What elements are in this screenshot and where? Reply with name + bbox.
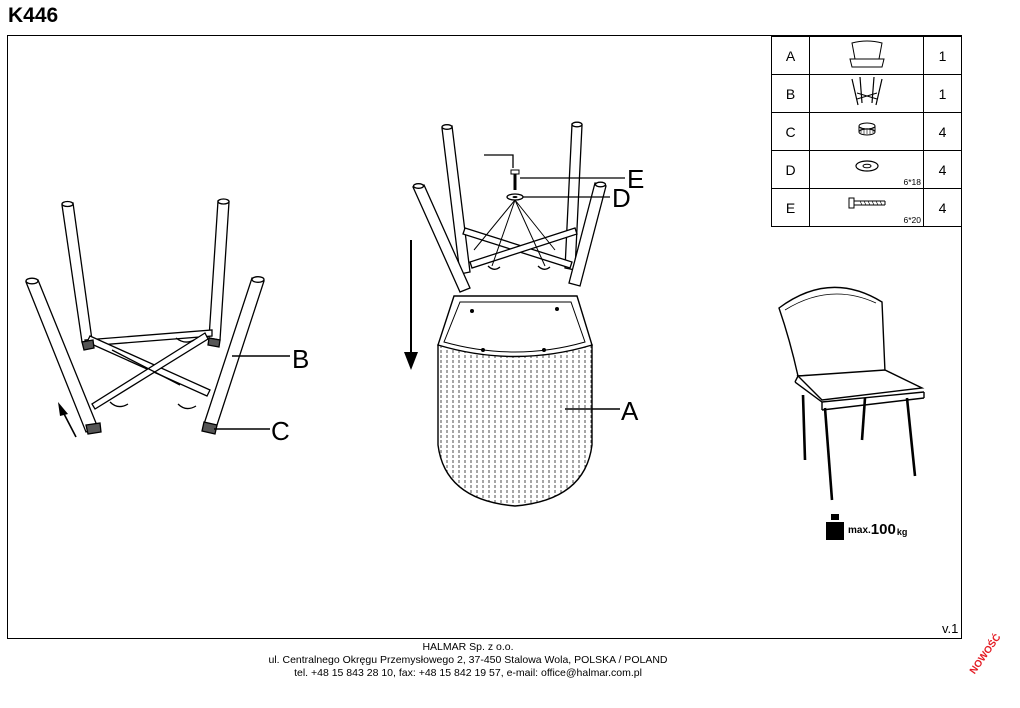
- leg-frame-icon: [850, 76, 883, 106]
- load-value: 100: [870, 521, 896, 538]
- footer-contact: tel. +48 15 843 28 10, fax: +48 15 842 1…: [294, 667, 642, 679]
- part-b-thumbnail: [809, 74, 924, 113]
- callout-c: C: [271, 416, 290, 446]
- drawing-frame: [7, 35, 962, 639]
- parts-row: B 1: [771, 74, 962, 113]
- parts-row: A 1: [771, 36, 962, 75]
- rotate-arrow-icon: [58, 402, 77, 438]
- part-letter: A: [771, 36, 810, 75]
- seat-icon: [848, 40, 885, 68]
- down-arrow-icon: [404, 240, 418, 370]
- version-label: v.1: [942, 621, 959, 636]
- part-a-thumbnail: [809, 36, 924, 75]
- parts-row: C 4: [771, 112, 962, 151]
- footer-address: ul. Centralnego Okręgu Przemysłowego 2, …: [268, 654, 668, 666]
- part-qty: 4: [923, 112, 962, 151]
- parts-row: E 6*20 4: [771, 188, 962, 227]
- part-c-thumbnail: [809, 112, 924, 151]
- exploded-leg-frame: [412, 121, 607, 293]
- parts-table: A 1 B 1 C: [771, 36, 962, 227]
- callout-e: E: [627, 164, 644, 194]
- seat-drawing: [437, 295, 620, 507]
- callout-d: D: [612, 183, 631, 213]
- bolt-icon: [848, 197, 885, 209]
- leg-frame-drawing: [25, 198, 265, 435]
- footer-company: HALMAR Sp. z o.o.: [422, 641, 514, 653]
- part-letter: D: [771, 150, 810, 189]
- part-d-thumbnail: 6*18: [809, 150, 924, 189]
- load-capacity: max. 100 kg: [826, 514, 907, 540]
- callout-a: A: [621, 396, 639, 426]
- footer: HALMAR Sp. z o.o. ul. Centralnego Okręgu…: [0, 641, 936, 680]
- part-letter: B: [771, 74, 810, 113]
- part-dimension: 6*18: [903, 177, 922, 187]
- weight-icon: [826, 514, 844, 540]
- part-dimension: 6*20: [903, 215, 922, 225]
- callout-b: B: [292, 344, 309, 374]
- fastener-drawing: [473, 154, 625, 267]
- load-unit: kg: [896, 527, 908, 537]
- model-title: K446: [8, 4, 59, 27]
- assembled-chair-drawing: [778, 286, 925, 501]
- load-max-label: max.: [848, 525, 871, 536]
- foot-cap-icon: [858, 122, 875, 136]
- part-letter: E: [771, 188, 810, 227]
- part-qty: 1: [923, 74, 962, 113]
- washer-icon: [854, 160, 879, 172]
- part-qty: 4: [923, 188, 962, 227]
